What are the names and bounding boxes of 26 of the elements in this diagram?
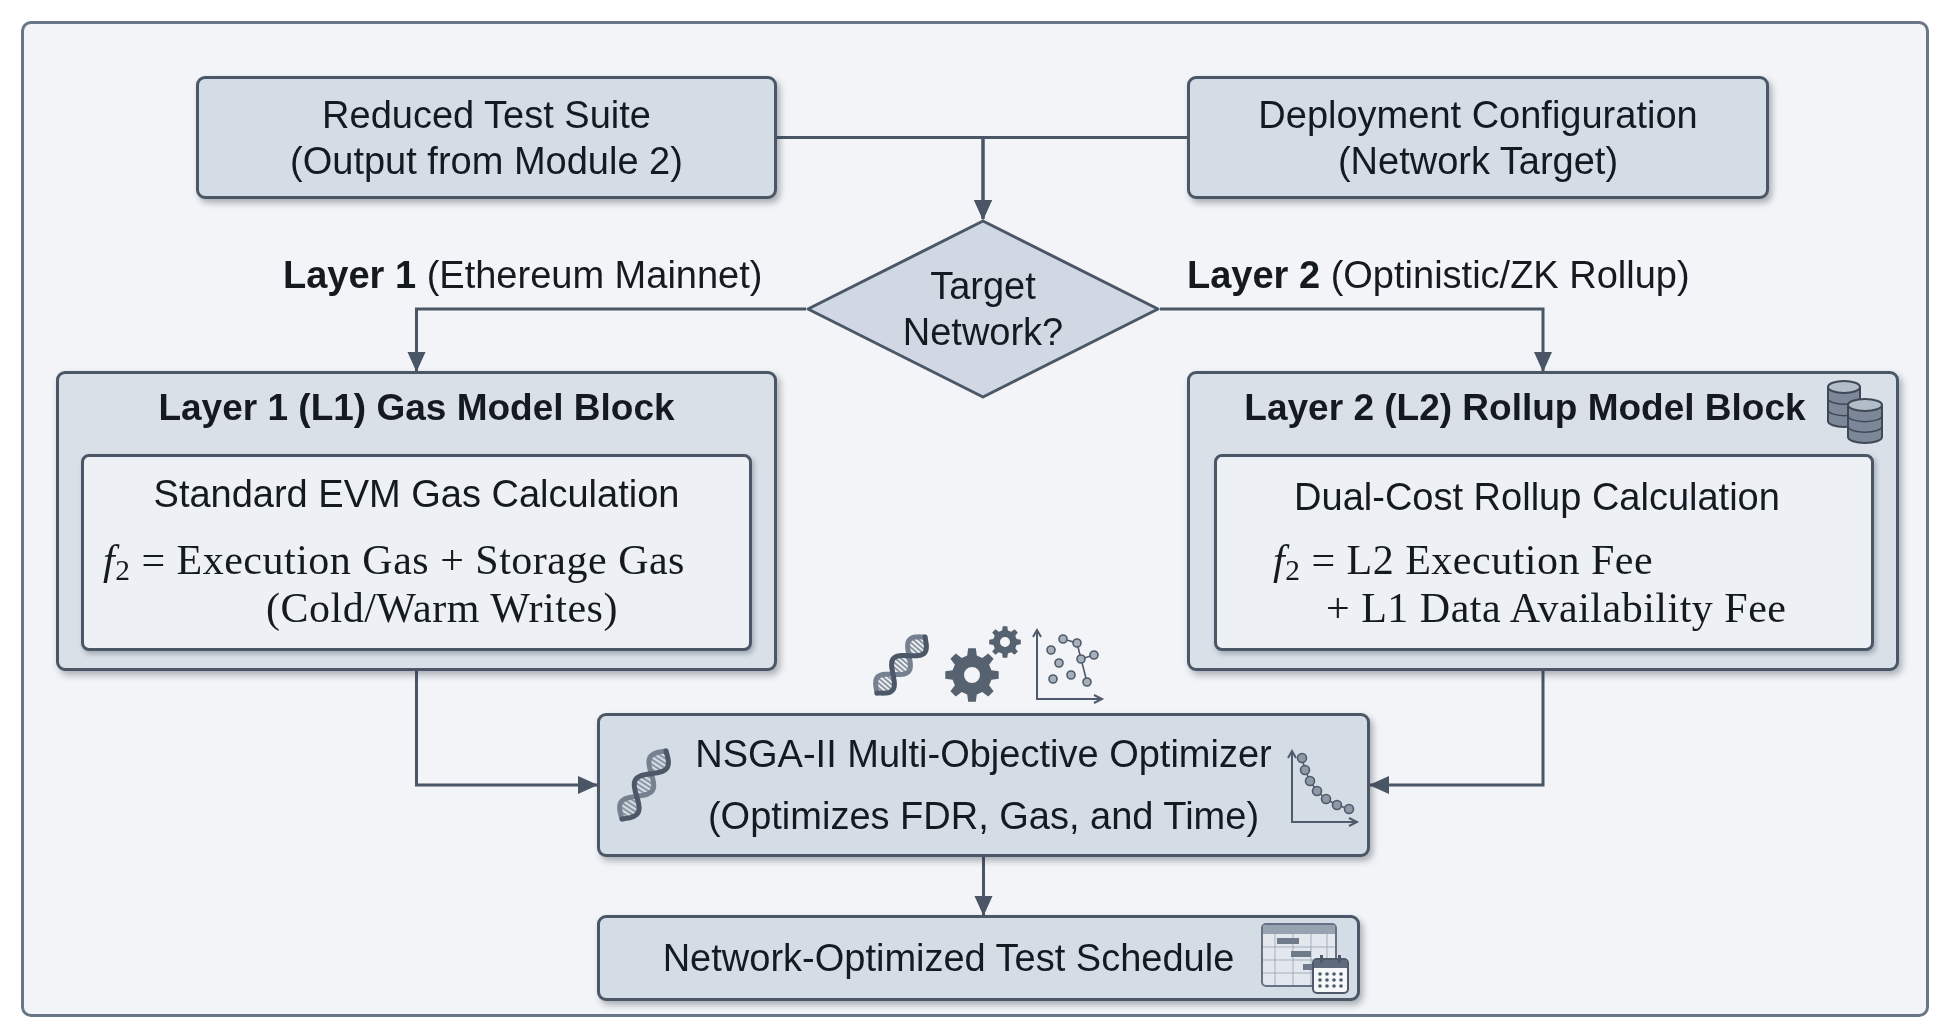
box-text: Network-Optimized Test Schedule (662, 936, 1235, 981)
formula-text: f$_{2}$ = Execution Gas + Storage Gas (Cold/Warm Writes) (103, 536, 686, 632)
connector-arrow (1369, 671, 1545, 794)
process-box (196, 76, 777, 199)
formula-panel (81, 454, 752, 651)
process-box (1187, 76, 1769, 199)
panel-heading: Standard EVM Gas Calculation (153, 472, 680, 517)
process-box (597, 713, 1370, 857)
panel-heading: Dual-Cost Rollup Calculation (1294, 475, 1780, 520)
connector-arrow (415, 671, 598, 794)
box-text: Deployment Configuration (Network Target) (1257, 92, 1699, 184)
decision-text: Target Network? (901, 264, 1065, 355)
connector-arrow (974, 136, 1187, 220)
formula-panel (1214, 454, 1874, 651)
box-text: Reduced Test Suite (Output from Module 2) (289, 92, 684, 184)
block-title: Layer 1 (L1) Gas Model Block (158, 387, 675, 429)
decision-diamond (806, 219, 1160, 399)
model-block (56, 371, 777, 671)
block-title: Layer 2 (L2) Rollup Model Block (1244, 387, 1806, 429)
connector-arrow (974, 857, 993, 916)
connector-arrow (407, 307, 806, 372)
box-text: NSGA-II Multi-Objective Optimizer (Optimizes FDR, Gas, and Time) (694, 732, 1273, 839)
model-block (1187, 371, 1899, 671)
connector-arrow (1160, 307, 1552, 372)
process-box (597, 915, 1360, 1001)
formula-text: f$_{2}$ = L2 Execution Fee + L1 Data Availability Fee (1273, 536, 1788, 632)
